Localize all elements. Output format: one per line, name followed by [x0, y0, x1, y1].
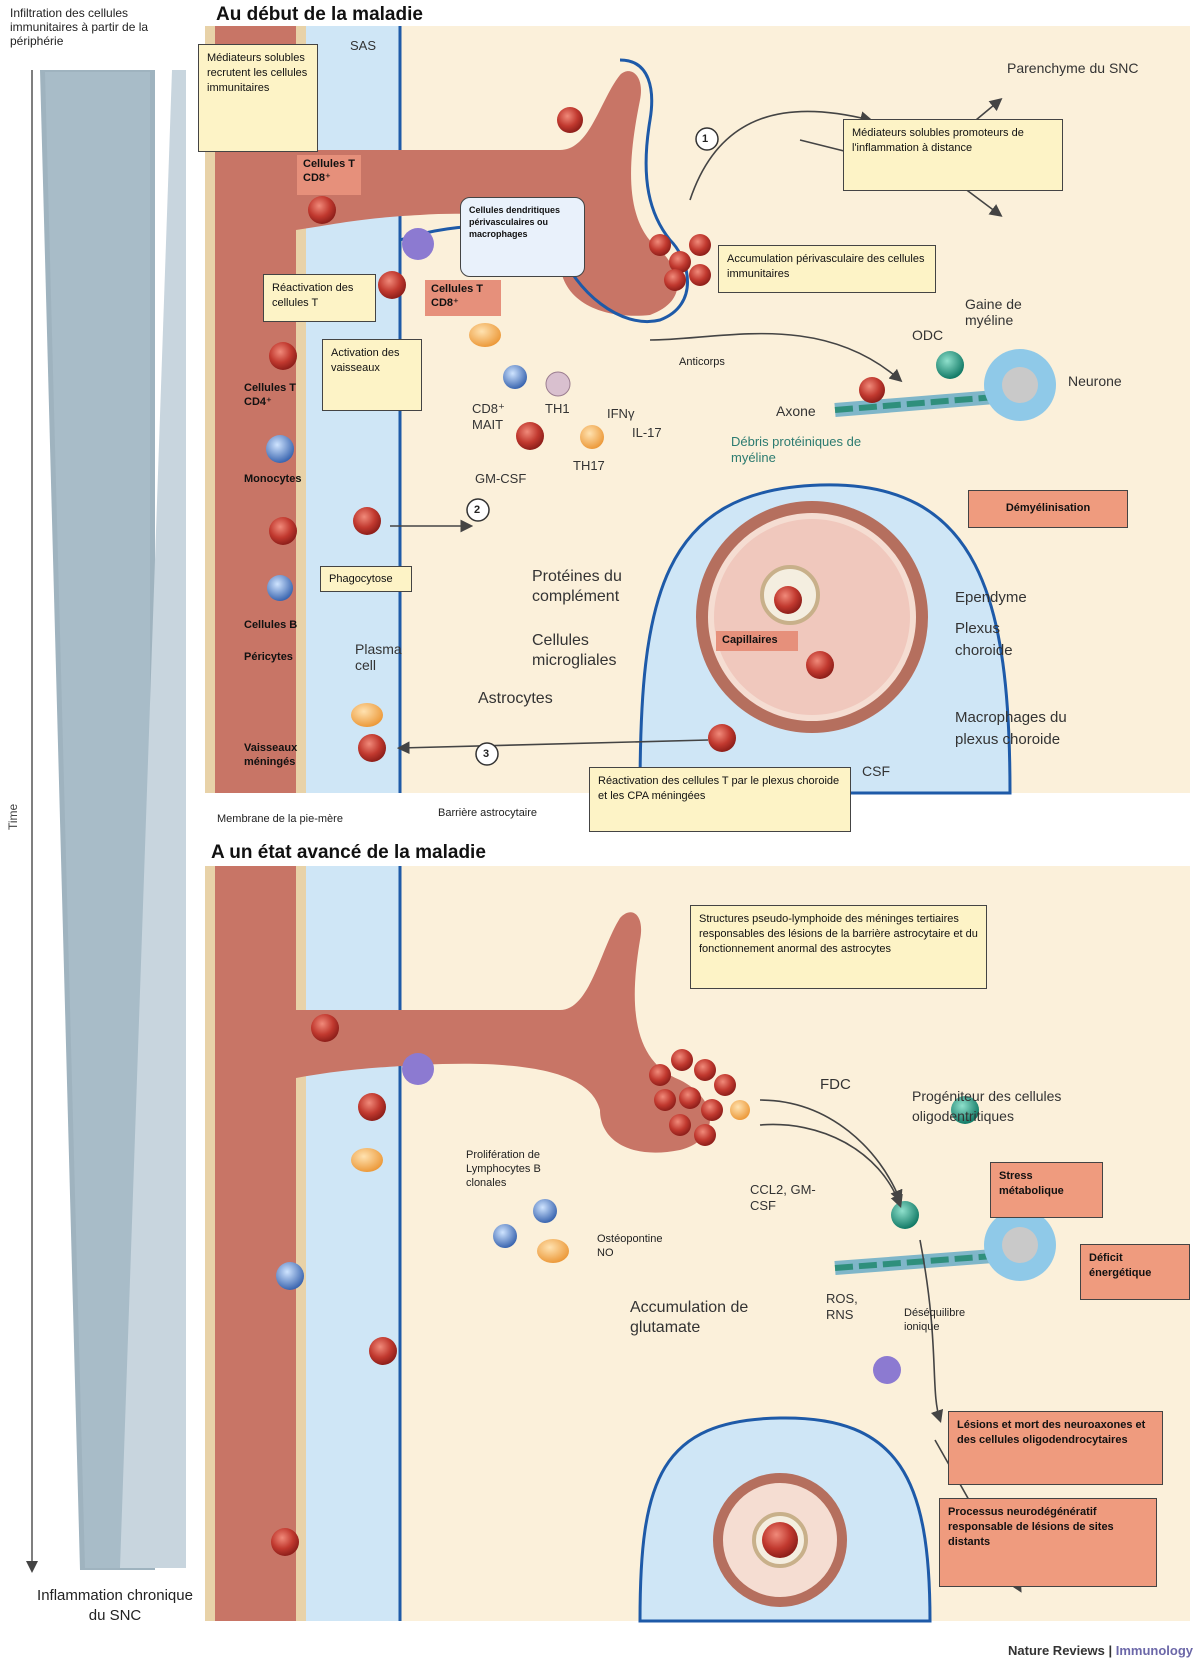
- box-promoteurs: Médiateurs solubles promoteurs de l'infl…: [843, 119, 1063, 191]
- label-monocytes: Monocytes: [244, 472, 301, 486]
- proteines-label: Protéines du complément: [532, 567, 652, 607]
- box-accumulation: Accumulation périvasculaire des cellules…: [718, 245, 936, 293]
- box-demyelinisation: Démyélinisation: [968, 490, 1128, 528]
- cd8-mait-label: CD8⁺ MAIT: [472, 401, 514, 433]
- gaine-label: Gaine de myéline: [965, 296, 1045, 328]
- box-mediateurs: Médiateurs solubles recrutent les cellul…: [198, 44, 318, 152]
- box-lesions: Lésions et mort des neuroaxones et des c…: [948, 1411, 1163, 1485]
- label-t-cd4: Cellules T CD4⁺: [244, 381, 314, 409]
- ccl2-label: CCL2, GM-CSF: [750, 1182, 830, 1214]
- barriere-label: Barrière astrocytaire: [438, 806, 537, 820]
- side-bottom-label: Inflammation chronique du SNC: [30, 1586, 200, 1626]
- box-deficit: Déficit énergétique: [1080, 1244, 1190, 1300]
- gmcsf-label: GM-CSF: [475, 471, 526, 487]
- microgliales-label: Cellules microgliales: [532, 631, 642, 671]
- csf-label: CSF: [862, 763, 890, 779]
- ifn-label: IFNγ: [607, 406, 634, 422]
- step-2: 2: [474, 503, 480, 517]
- parenchyme-label: Parenchyme du SNC: [1007, 60, 1139, 76]
- axone-label: Axone: [776, 403, 816, 419]
- fdc-label: FDC: [820, 1077, 851, 1093]
- journal-section: Immunology: [1116, 1643, 1193, 1658]
- glutamate-label: Accumulation de glutamate: [630, 1298, 780, 1338]
- side-top-label: Infiltration des cellules immunitaires à…: [10, 6, 190, 48]
- box-reactivation: Réactivation des cellules T: [263, 274, 376, 322]
- box-dendritiques: Cellules dendritiques périvasculaires ou…: [460, 197, 585, 277]
- debris-label: Débris protéiniques de myéline: [731, 434, 891, 466]
- neurone-label: Neurone: [1068, 373, 1122, 389]
- label-t-cd8-top: Cellules T CD8⁺: [297, 155, 361, 195]
- ependyme-label: Ependyme: [955, 590, 1027, 606]
- anticorps-label: Anticorps: [679, 355, 725, 369]
- proliferation-label: Prolifération de Lymphocytes B clonales: [466, 1148, 576, 1190]
- label-vaisseaux: Vaisseaux méningés: [244, 741, 304, 769]
- step-1: 1: [702, 132, 708, 146]
- label-cellules-b: Cellules B: [244, 618, 297, 632]
- early-panel-title: Au début de la maladie: [216, 4, 423, 26]
- plasma-cell-label: Plasma cell: [355, 641, 415, 673]
- desequilibre-label: Déséquilibre ionique: [904, 1306, 994, 1334]
- box-stress: Stress métabolique: [990, 1162, 1103, 1218]
- box-phagocytose: Phagocytose: [320, 566, 412, 592]
- astrocytes-label: Astrocytes: [478, 689, 553, 709]
- label-t-cd8-mid: Cellules T CD8⁺: [425, 280, 501, 316]
- box-activation: Activation des vaisseaux: [322, 339, 422, 411]
- th1-label: TH1: [545, 401, 570, 417]
- membrane-label: Membrane de la pie-mère: [217, 812, 343, 826]
- journal-name: Nature Reviews: [1008, 1643, 1105, 1658]
- late-panel-title: A un état avancé de la maladie: [211, 842, 486, 864]
- il17-label: IL-17: [632, 425, 662, 441]
- progeniteur-label: Progéniteur des cellules oligodentritiqu…: [912, 1086, 1132, 1126]
- odc-label: ODC: [912, 327, 943, 343]
- ros-label: ROS, RNS: [826, 1291, 866, 1323]
- label-pericytes: Péricytes: [244, 650, 293, 664]
- journal-credit: Nature Reviews | Immunology: [1008, 1643, 1193, 1658]
- step-3: 3: [483, 747, 489, 761]
- box-reactivation-plexus: Réactivation des cellules T par le plexu…: [589, 767, 851, 832]
- osteopontine-label: Ostéopontine NO: [597, 1232, 667, 1260]
- macrophages-plexus-label: Macrophages du plexus choroide: [955, 707, 1075, 751]
- plexus-label: Plexus choroide: [955, 618, 1035, 662]
- box-processus: Processus neurodégénératif responsable d…: [939, 1498, 1157, 1587]
- box-structures: Structures pseudo-lymphoide des méninges…: [690, 905, 987, 989]
- time-label: Time: [6, 804, 20, 830]
- label-capillaires: Capillaires: [716, 631, 798, 651]
- th17-label: TH17: [573, 458, 605, 474]
- sas-label: SAS: [350, 38, 376, 54]
